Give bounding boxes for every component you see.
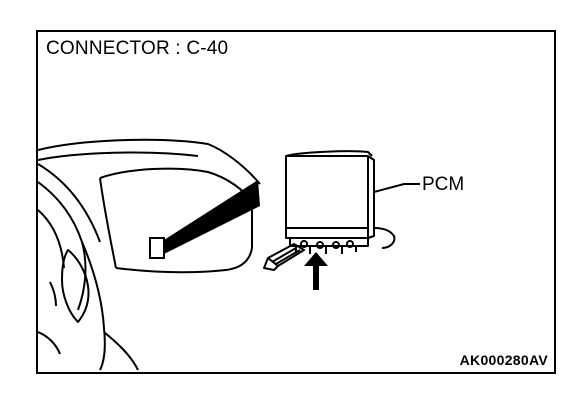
pcm-module <box>285 150 396 254</box>
insertion-arrow <box>304 252 328 290</box>
pcm-label: PCM <box>422 174 465 195</box>
connector-title: CONNECTOR : C-40 <box>46 38 229 59</box>
dashboard-outline <box>38 138 261 371</box>
pcm-leader-line <box>373 183 420 193</box>
harness-connector <box>263 243 305 271</box>
diagram-frame: CONNECTOR : C-40 <box>36 30 556 374</box>
figure-code: AK000280AV <box>459 352 548 368</box>
connector-location-marker <box>149 180 260 259</box>
vehicle-dashboard-illustration <box>38 138 420 371</box>
